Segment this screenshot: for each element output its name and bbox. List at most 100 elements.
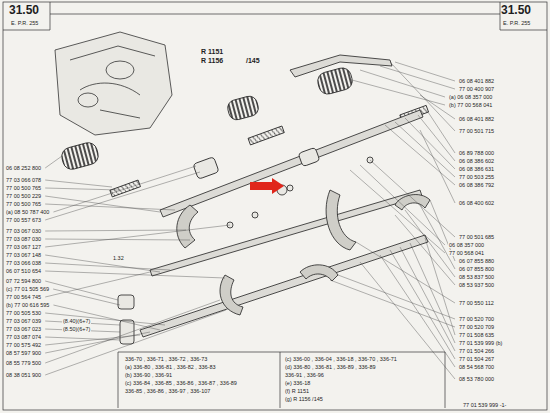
spring xyxy=(110,105,429,196)
part-number: 77 00 501 715 xyxy=(458,128,495,134)
part-number: 77 00 575 492 xyxy=(5,342,42,348)
leader-line xyxy=(45,300,220,363)
part-number: 77 01 504 266 xyxy=(458,348,495,354)
part-number: 1.32 xyxy=(112,255,125,261)
header-text: E. P.R. 255 xyxy=(502,20,531,26)
part-number: 77 00 568 041 xyxy=(448,250,485,256)
leader-line xyxy=(45,272,150,297)
part-number: 06 08 386 602 xyxy=(458,158,495,164)
detent-parts xyxy=(118,147,373,344)
part-number: 06 08 401 882 xyxy=(458,116,495,122)
part-number: 77 00 400 907 xyxy=(458,86,495,92)
part-number: 06 08 386 792 xyxy=(458,182,495,188)
part-number: 77 00 557 673 xyxy=(5,217,42,223)
leader-line xyxy=(352,80,445,105)
header-text: E. P.R. 255 xyxy=(10,20,39,26)
page-frame xyxy=(3,2,547,410)
header-text: R 1156 xyxy=(200,57,224,65)
shift-fork xyxy=(177,190,430,315)
part-number: (b) 77 00 616 595 xyxy=(5,302,50,308)
header-text: R 1151 xyxy=(200,48,224,56)
part-number: 77 00 520 709 xyxy=(458,324,495,330)
part-number: 77 00 520 700 xyxy=(458,316,495,322)
leader-line xyxy=(45,263,170,270)
part-number: 77 03 067 039 xyxy=(5,318,42,324)
leader-line xyxy=(45,180,112,187)
part-number: 08 53 937 500 xyxy=(458,282,495,288)
part-number: 77 00 500 765 xyxy=(5,185,42,191)
table-cell: 336-91 , 336-96 xyxy=(284,372,325,378)
part-number: (c) 77 01 505 569 xyxy=(5,286,50,292)
part-number: 77 01 539 999 (b) xyxy=(458,340,503,346)
leader-line xyxy=(45,255,160,272)
leader-line xyxy=(45,281,118,300)
part-number: 77 01 508 635 xyxy=(458,332,495,338)
part-number: 77 03 067 127 xyxy=(5,244,42,250)
table-cell: (e) 336-18 xyxy=(284,380,311,386)
part-number: (a) 08 50 787 400 xyxy=(5,209,50,215)
part-number: 77 01 504 267 xyxy=(458,356,495,362)
header-rule xyxy=(3,2,547,30)
leader-line xyxy=(45,225,230,247)
leader-line xyxy=(53,289,120,305)
part-number: 06 08 252 800 xyxy=(5,165,42,171)
leader-line xyxy=(45,204,175,210)
leader-line xyxy=(45,332,150,353)
leader-line xyxy=(405,118,455,169)
part-number: 77 03 066 078 xyxy=(5,177,42,183)
part-number: 77 03 067 023 xyxy=(5,326,42,332)
part-number: 77 00 505 530 xyxy=(5,310,42,316)
part-number: (a) 06 08 357 000 xyxy=(448,94,493,100)
table-frame xyxy=(118,352,445,408)
table-cell: (d) 336-80 , 336-81 , 336-89 , 336-89 xyxy=(284,364,377,370)
part-number: 08 38 051 900 xyxy=(5,372,42,378)
leader-line xyxy=(400,247,455,351)
header-text: 31.50 xyxy=(8,4,40,17)
leader-line xyxy=(53,166,196,212)
table-cell: 336-85 , 336-86 , 336-97 , 336-107 xyxy=(124,388,211,394)
leader-line xyxy=(380,255,455,367)
part-number: 77 03 087 030 xyxy=(5,236,42,242)
table-cell: (f) R 1151 xyxy=(284,388,310,394)
table-cell: (c) 336-00 , 336-04 , 336-18 , 336-70 , … xyxy=(284,356,398,362)
leader-line xyxy=(350,170,445,253)
leader-line xyxy=(420,130,455,203)
part-number: 08 53 837 500 xyxy=(458,274,495,280)
header-text: 31.50 xyxy=(500,4,532,17)
leader-line xyxy=(45,337,120,340)
leader-line xyxy=(330,280,455,327)
leader-line xyxy=(360,70,445,97)
part-number: 77 01 539 999 -1- xyxy=(462,402,507,408)
part-number: 77 03 067 148 xyxy=(5,252,42,258)
part-number: 77 00 500 229 xyxy=(5,193,42,199)
part-number: 06 07 855 880 xyxy=(458,258,495,264)
part-number: 77 00 564 745 xyxy=(5,294,42,300)
leader-line xyxy=(418,115,455,161)
part-number: (8.50)(6+7) xyxy=(62,326,91,332)
part-number: 77 00 550 112 xyxy=(458,300,495,306)
leader-line xyxy=(395,215,455,285)
part-number: 06 89 788 000 xyxy=(458,150,495,156)
part-number: 77 00 501 685 xyxy=(458,234,495,240)
part-number: (8.40)(6+7) xyxy=(62,318,91,324)
rubber-boot xyxy=(60,66,355,171)
part-number: 06 08 386 631 xyxy=(458,166,495,172)
leader-line xyxy=(338,275,455,319)
gearbox-sketch xyxy=(55,32,172,135)
part-number: 77 00 500 765 xyxy=(5,201,42,207)
table-cell: (b) 336-90 , 336-91 xyxy=(124,372,173,378)
shift-shaft xyxy=(140,55,428,337)
leader-line xyxy=(380,66,455,89)
leader-line xyxy=(395,122,455,177)
leader-lines xyxy=(45,62,455,379)
parts xyxy=(60,55,430,344)
leader-line xyxy=(45,239,190,240)
leader-line xyxy=(45,188,120,190)
part-number: 06 08 357 000 xyxy=(448,242,485,248)
part-number: 07 72 594 800 xyxy=(5,278,42,284)
part-number: (b) 77 00 568 041 xyxy=(448,102,493,108)
part-number: 08 54 568 700 xyxy=(458,364,495,370)
part-number: 08 55 779 500 xyxy=(5,360,42,366)
leader-line xyxy=(410,243,455,343)
